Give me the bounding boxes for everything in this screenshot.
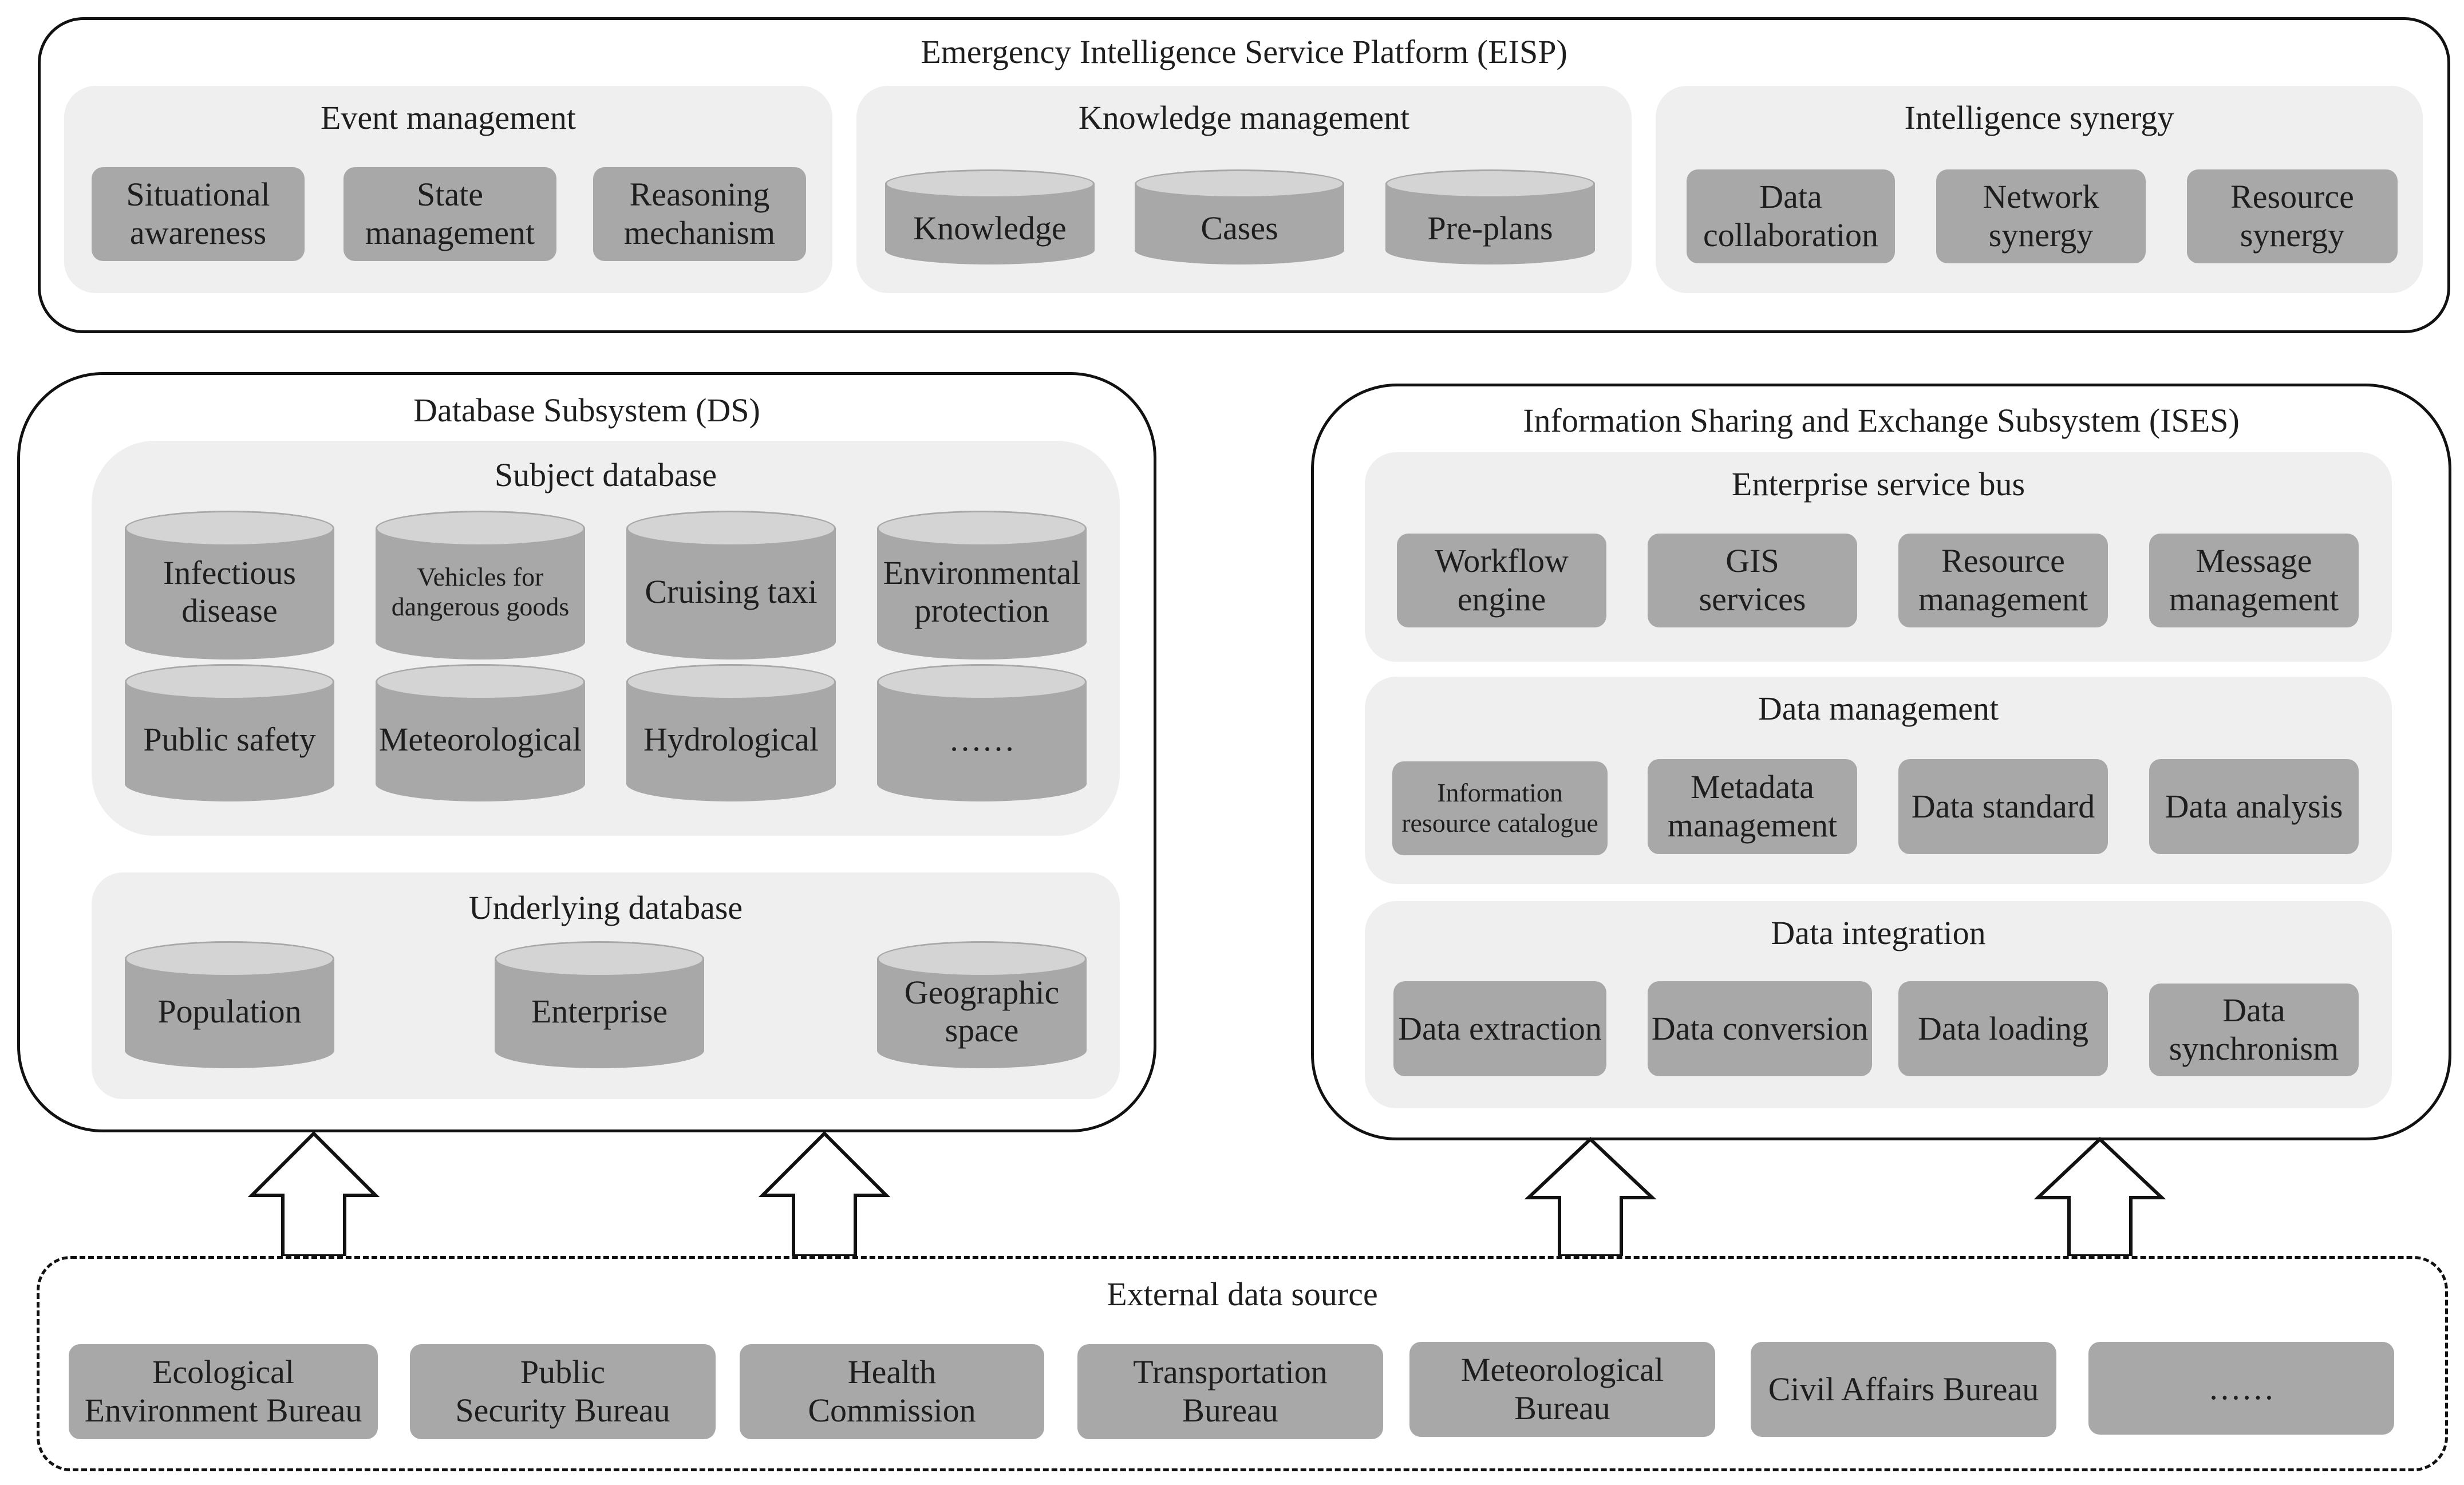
public-safety-label: Public safety bbox=[143, 721, 316, 759]
reasoning-mechanism-box: Reasoning mechanism bbox=[593, 167, 806, 261]
pre-plans-cylinder: Pre-plans bbox=[1385, 169, 1595, 264]
population-label: Population bbox=[157, 993, 302, 1030]
public-safety-cylinder: Public safety bbox=[125, 664, 334, 801]
message-management-box: Message management bbox=[2149, 534, 2359, 627]
infectious-disease-label: Infectious disease bbox=[163, 554, 296, 630]
underlying-database-title: Underlying database bbox=[468, 889, 743, 926]
situational-awareness-box: Situational awareness bbox=[92, 167, 305, 261]
event-management-title: Event management bbox=[320, 99, 576, 136]
data-integration-title: Data integration bbox=[1771, 914, 1986, 951]
cruising-taxi-cylinder: Cruising taxi bbox=[626, 511, 836, 659]
geographic-space-cylinder: Geographic space bbox=[877, 941, 1087, 1068]
information-resource-catalogue-box: Information resource catalogue bbox=[1392, 761, 1608, 855]
resource-management-box: Resource management bbox=[1898, 534, 2108, 627]
up-arrow-1 bbox=[247, 1131, 380, 1258]
cases-label: Cases bbox=[1201, 209, 1278, 247]
subject-more-cylinder: …… bbox=[877, 664, 1087, 801]
knowledge-label: Knowledge bbox=[913, 209, 1067, 247]
workflow-engine-box: Workflow engine bbox=[1397, 534, 1606, 627]
data-management-title: Data management bbox=[1758, 690, 1999, 727]
eisp-title: Emergency Intelligence Service Platform … bbox=[921, 33, 1567, 70]
data-conversion-box: Data conversion bbox=[1648, 981, 1872, 1076]
resource-synergy-box: Resource synergy bbox=[2187, 169, 2398, 263]
vehicles-dangerous-goods-cylinder: Vehicles for dangerous goods bbox=[376, 511, 585, 659]
environmental-protection-label: Environmental protection bbox=[883, 554, 1081, 630]
data-extraction-box: Data extraction bbox=[1393, 981, 1606, 1076]
external-more-box: …… bbox=[2088, 1342, 2394, 1435]
data-synchronism-box: Data synchronism bbox=[2149, 984, 2359, 1076]
ds-title: Database Subsystem (DS) bbox=[413, 392, 760, 429]
public-security-bureau-box: Public Security Bureau bbox=[410, 1344, 716, 1439]
cruising-taxi-label: Cruising taxi bbox=[645, 573, 818, 611]
health-commission-box: Health Commission bbox=[740, 1344, 1044, 1439]
meteorological-label: Meteorological bbox=[378, 721, 582, 759]
meteorological-bureau-box: Meteorological Bureau bbox=[1409, 1342, 1715, 1437]
meteorological-cylinder: Meteorological bbox=[376, 664, 585, 801]
pre-plans-label: Pre-plans bbox=[1427, 209, 1553, 247]
up-arrow-3 bbox=[1524, 1136, 1657, 1258]
data-standard-box: Data standard bbox=[1898, 759, 2108, 854]
network-synergy-box: Network synergy bbox=[1936, 169, 2146, 263]
enterprise-cylinder: Enterprise bbox=[495, 941, 704, 1068]
data-collaboration-box: Data collaboration bbox=[1687, 169, 1895, 263]
geographic-space-label: Geographic space bbox=[904, 973, 1060, 1049]
state-management-box: State management bbox=[343, 167, 556, 261]
knowledge-cylinder: Knowledge bbox=[885, 169, 1095, 264]
vehicles-dangerous-goods-label: Vehicles for dangerous goods bbox=[391, 562, 570, 622]
hydrological-label: Hydrological bbox=[643, 721, 819, 759]
infectious-disease-cylinder: Infectious disease bbox=[125, 511, 334, 659]
gis-services-box: GIS services bbox=[1648, 534, 1857, 627]
up-arrow-4 bbox=[2033, 1136, 2166, 1258]
intelligence-synergy-title: Intelligence synergy bbox=[1904, 99, 2174, 136]
ecological-environment-bureau-box: Ecological Environment Bureau bbox=[69, 1344, 378, 1439]
metadata-management-box: Metadata management bbox=[1648, 759, 1857, 854]
external-data-source-title: External data source bbox=[1107, 1275, 1378, 1313]
enterprise-label: Enterprise bbox=[531, 993, 668, 1030]
data-analysis-box: Data analysis bbox=[2149, 759, 2359, 854]
hydrological-cylinder: Hydrological bbox=[626, 664, 836, 801]
enterprise-service-bus-title: Enterprise service bus bbox=[1731, 465, 2025, 503]
cases-cylinder: Cases bbox=[1135, 169, 1344, 264]
subject-database-title: Subject database bbox=[494, 456, 717, 493]
transportation-bureau-box: Transportation Bureau bbox=[1077, 1344, 1383, 1439]
environmental-protection-cylinder: Environmental protection bbox=[877, 511, 1087, 659]
ises-title: Information Sharing and Exchange Subsyst… bbox=[1523, 402, 2240, 439]
subject-more-label: …… bbox=[949, 721, 1015, 759]
knowledge-management-title: Knowledge management bbox=[1078, 99, 1410, 136]
population-cylinder: Population bbox=[125, 941, 334, 1068]
data-loading-box: Data loading bbox=[1898, 981, 2108, 1076]
up-arrow-2 bbox=[758, 1131, 891, 1258]
civil-affairs-bureau-box: Civil Affairs Bureau bbox=[1751, 1342, 2056, 1437]
